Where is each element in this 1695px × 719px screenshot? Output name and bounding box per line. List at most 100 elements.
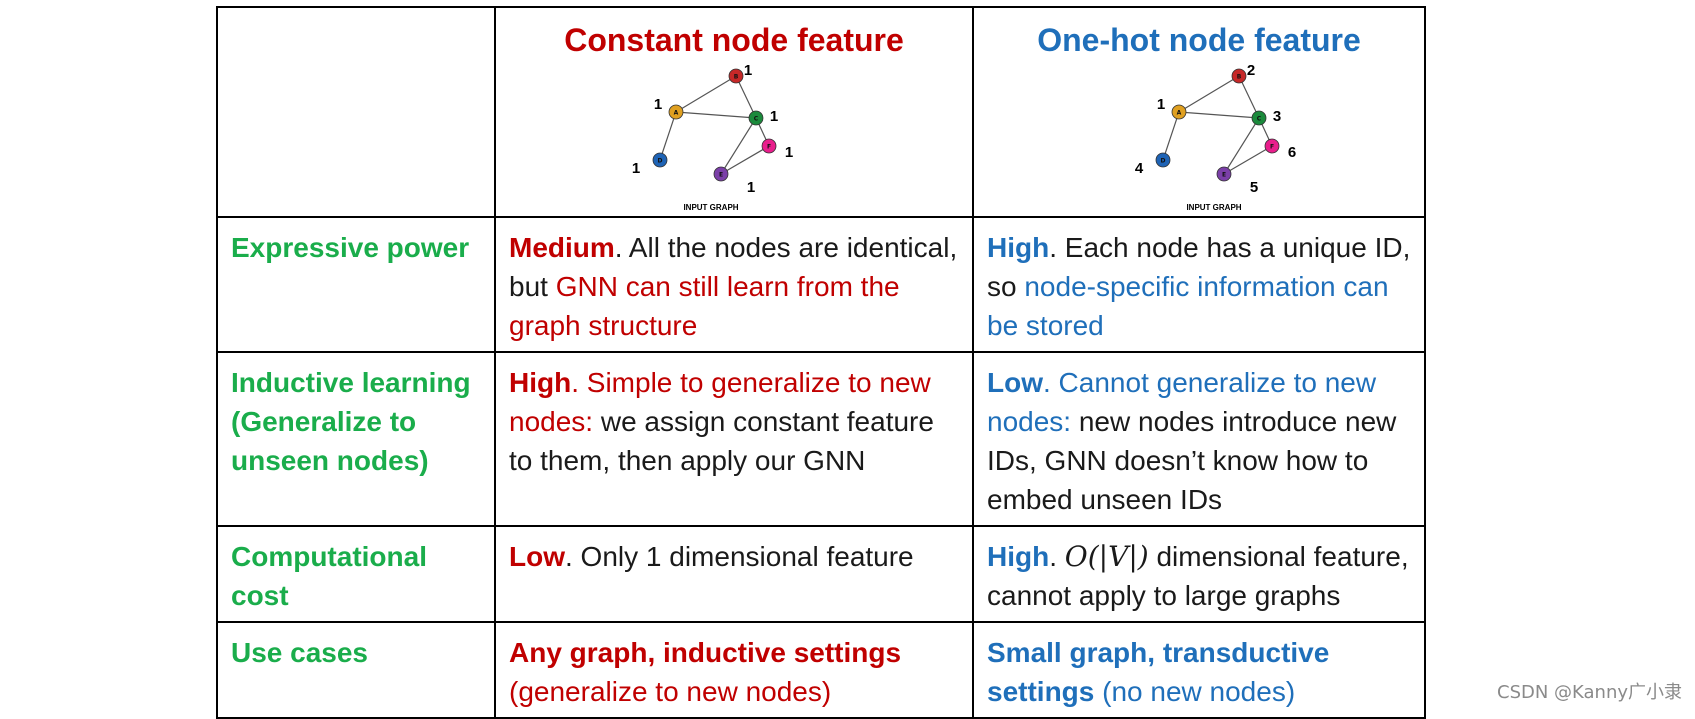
graph-edge (1223, 117, 1260, 175)
highlight-text: . Simple to generalize to new nodes: (509, 367, 931, 437)
body-text: . All the nodes are identical, but (509, 232, 958, 302)
row-label-expressive-power: Expressive power (231, 232, 470, 263)
body-text: new nodes introduce new IDs, GNN doesn’t… (987, 406, 1397, 515)
onehot-usecases-cell: Small graph, transductive settings (no n… (974, 623, 1424, 717)
constant-expressive-cell: Medium. All the nodes are identical, but… (496, 218, 972, 351)
graph-node-value: 1 (744, 62, 752, 79)
constant-inductive-cell: High. Simple to generalize to new nodes:… (496, 353, 972, 486)
graph-node-id: A (1177, 110, 1182, 117)
graph-edge (659, 111, 677, 161)
graph-node-value: 1 (654, 96, 662, 113)
graph-node-value: 1 (785, 144, 793, 161)
graph-edge (735, 75, 757, 119)
graph-caption: INPUT GRAPH (683, 203, 738, 212)
graph-node-a (668, 104, 684, 120)
graph-node-value: 6 (1288, 144, 1296, 161)
graph-node-b (728, 68, 744, 84)
graph-node-value: 5 (1250, 179, 1258, 196)
graph-node-c (1251, 110, 1267, 126)
graph-node-id: E (719, 172, 723, 179)
graph-node-f (1264, 138, 1280, 154)
constant-usecases-cell: Any graph, inductive settings (generaliz… (496, 623, 972, 717)
onehot-feature-title: One-hot node feature (1037, 22, 1361, 58)
empty-corner-cell (216, 6, 496, 218)
highlight-text: GNN can still learn from the graph struc… (509, 271, 900, 341)
graph-edge (675, 75, 737, 113)
graph-node-id: C (754, 116, 759, 123)
graph-node-value: 3 (1273, 108, 1281, 125)
graph-edge (1178, 111, 1260, 119)
graph-node-id: C (1257, 116, 1262, 123)
graph-edge (720, 145, 770, 175)
graph-node-value: 1 (1157, 96, 1165, 113)
usecase-note-text: (no new nodes) (1094, 676, 1296, 707)
usecase-note-text: (generalize to new nodes) (509, 676, 832, 707)
graph-node-id: F (767, 144, 771, 151)
graph-node-e (1216, 166, 1232, 182)
graph-node-f (761, 138, 777, 154)
body-text: . (1049, 541, 1065, 572)
level-text: Medium (509, 232, 615, 263)
onehot-cost-cell: High. O(|V|) dimensional feature, cannot… (974, 527, 1424, 621)
level-text: High (987, 541, 1050, 572)
graph-node-value: 2 (1247, 62, 1255, 79)
level-text: Low (509, 541, 565, 572)
body-text: . Each node has a unique ID, so (987, 232, 1411, 302)
highlight-text: node-specific information can be stored (987, 271, 1389, 341)
usecase-bold-text: Any graph, inductive settings (509, 637, 902, 668)
row-expressive-power: Expressive power Medium. All the nodes a… (216, 216, 1426, 353)
onehot-inductive-cell: Low. Cannot generalize to new nodes: new… (974, 353, 1424, 525)
graph-node-value: 4 (1135, 160, 1144, 177)
row-label-inductive-learning: Inductive learning (Generalize to unseen… (231, 367, 471, 476)
graph-edge (1178, 75, 1240, 113)
graph-node-value: 1 (747, 179, 755, 196)
row-computational-cost: Computational cost Low. Only 1 dimension… (216, 525, 1426, 623)
body-text: . Only 1 dimensional feature (565, 541, 914, 572)
usecase-bold-text: Small graph, transductive settings (987, 637, 1330, 707)
graph-node-id: A (674, 110, 679, 117)
graph-node-id: D (1161, 158, 1166, 165)
level-text: High (987, 232, 1050, 263)
highlight-text: . Cannot generalize to new nodes: (987, 367, 1377, 437)
graph-edge (675, 111, 757, 119)
graph-node-d (652, 152, 668, 168)
constant-cost-cell: Low. Only 1 dimensional feature (496, 527, 972, 582)
constant-feature-title: Constant node feature (564, 22, 904, 58)
graph-edge (720, 117, 757, 175)
graph-node-a (1171, 104, 1187, 120)
level-text: Low (987, 367, 1043, 398)
graph-edge (1238, 75, 1260, 119)
level-text: High (509, 367, 572, 398)
graph-node-id: F (1270, 144, 1274, 151)
graph-edge (1162, 111, 1180, 161)
graph-node-c (748, 110, 764, 126)
body-text: dimensional feature, cannot apply to lar… (987, 541, 1409, 611)
graph-edge (1223, 145, 1273, 175)
graph-caption: INPUT GRAPH (1186, 203, 1241, 212)
graph-node-id: B (1237, 74, 1242, 81)
row-label-use-cases: Use cases (231, 637, 369, 668)
row-label-computational-cost: Computational cost (231, 541, 427, 611)
graph-node-value: 1 (632, 160, 640, 177)
graph-node-value: 1 (770, 108, 778, 125)
graph-node-id: B (734, 74, 739, 81)
graph-node-e (713, 166, 729, 182)
graph-node-id: D (658, 158, 663, 165)
graph-node-b (1231, 68, 1247, 84)
complexity-math: O(|V|) (1064, 540, 1149, 573)
csdn-watermark: CSDN @Kanny广小隶 (1497, 682, 1683, 703)
graph-node-id: E (1222, 172, 1226, 179)
row-use-cases: Use cases Any graph, inductive settings … (216, 621, 1426, 719)
graph-node-d (1155, 152, 1171, 168)
onehot-expressive-cell: High. Each node has a unique ID, so node… (974, 218, 1424, 351)
body-text: we assign constant feature to them, then… (509, 406, 934, 476)
row-inductive-learning: Inductive learning (Generalize to unseen… (216, 351, 1426, 527)
